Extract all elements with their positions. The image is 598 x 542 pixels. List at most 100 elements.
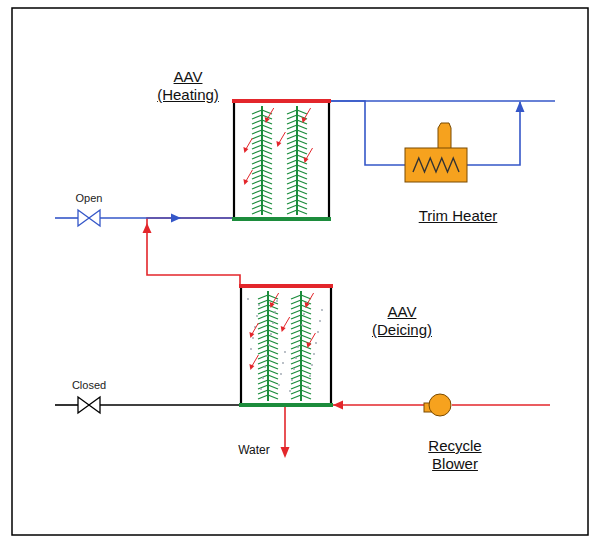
ice-dot bbox=[293, 368, 295, 370]
fin bbox=[258, 310, 268, 314]
fin bbox=[291, 315, 301, 319]
flow-arrow bbox=[308, 333, 315, 345]
ice-dot bbox=[258, 304, 260, 306]
fin bbox=[252, 145, 262, 149]
fin bbox=[287, 135, 297, 139]
shell-side bbox=[240, 285, 242, 406]
pipe-connector bbox=[100, 405, 240, 406]
fin bbox=[287, 145, 297, 149]
shell-side bbox=[328, 100, 330, 220]
fin bbox=[291, 355, 301, 359]
fin bbox=[262, 175, 272, 179]
flow-arrow-head bbox=[249, 332, 254, 338]
fin bbox=[262, 195, 272, 199]
fin bbox=[268, 355, 278, 359]
fin bbox=[268, 380, 278, 384]
fin bbox=[287, 185, 297, 189]
fin bbox=[258, 380, 268, 384]
fin bbox=[252, 200, 262, 204]
ice-dot bbox=[264, 366, 266, 368]
inlet-pipe bbox=[55, 404, 78, 406]
node-label: AAV (Deicing) bbox=[362, 303, 442, 339]
fin bbox=[252, 185, 262, 189]
fin bbox=[287, 195, 297, 199]
flow-arrow bbox=[307, 293, 314, 305]
fin bbox=[291, 380, 301, 384]
flow-arrow bbox=[267, 108, 274, 120]
fin bbox=[301, 375, 311, 379]
fin bbox=[301, 320, 311, 324]
fin bbox=[297, 150, 307, 154]
ice-dot bbox=[297, 346, 299, 348]
fin bbox=[287, 110, 297, 114]
blower-casing bbox=[429, 394, 451, 416]
ice-dot bbox=[321, 309, 323, 311]
fin bbox=[301, 315, 311, 319]
fin bbox=[258, 320, 268, 324]
ice-dot bbox=[272, 322, 274, 324]
fin bbox=[268, 385, 278, 389]
fin bbox=[297, 135, 307, 139]
fin bbox=[252, 125, 262, 129]
pipe-connector bbox=[332, 401, 424, 410]
fin bbox=[258, 370, 268, 374]
flow-arrow-head bbox=[281, 326, 286, 332]
fin bbox=[297, 210, 307, 214]
ice-dot bbox=[303, 313, 305, 315]
pipe-connector bbox=[100, 214, 233, 223]
fin bbox=[262, 160, 272, 164]
fin bbox=[291, 305, 301, 309]
pipe-line bbox=[100, 217, 233, 219]
flow-arrow-head bbox=[305, 302, 310, 308]
node-shape bbox=[78, 210, 100, 226]
flow-arrow-head bbox=[249, 364, 254, 370]
fin bbox=[291, 365, 301, 369]
flow-arrow bbox=[245, 138, 252, 150]
ice-dot bbox=[299, 335, 301, 337]
flow-arrow-head bbox=[265, 117, 270, 123]
ice-dot bbox=[319, 320, 321, 322]
frame bbox=[12, 8, 588, 535]
node-shape bbox=[405, 148, 467, 182]
valve-half bbox=[78, 210, 89, 226]
fin bbox=[258, 325, 268, 329]
fin bbox=[268, 390, 278, 394]
fin bbox=[262, 150, 272, 154]
fin bbox=[297, 170, 307, 174]
fin bbox=[287, 165, 297, 169]
flow-arrow bbox=[278, 132, 285, 144]
fin bbox=[287, 210, 297, 214]
fin bbox=[291, 385, 301, 389]
node-shape bbox=[424, 393, 452, 417]
fin bbox=[268, 360, 278, 364]
fin bbox=[262, 210, 272, 214]
fin bbox=[287, 175, 297, 179]
fin bbox=[262, 155, 272, 159]
fin bbox=[258, 340, 268, 344]
fin bbox=[252, 130, 262, 134]
ice-dot bbox=[317, 331, 319, 333]
fin bbox=[301, 310, 311, 314]
ice-dot bbox=[256, 315, 258, 317]
fin bbox=[252, 120, 262, 124]
fin bbox=[268, 310, 278, 314]
fin bbox=[297, 175, 307, 179]
ice-dot bbox=[252, 337, 254, 339]
ice-dot bbox=[268, 344, 270, 346]
fin bbox=[297, 145, 307, 149]
blower-symbol: Recycle Blower bbox=[424, 393, 452, 417]
fin bbox=[301, 350, 311, 354]
fin bbox=[297, 140, 307, 144]
fin bbox=[252, 175, 262, 179]
valve-symbol: Closed bbox=[78, 397, 100, 413]
fin bbox=[262, 170, 272, 174]
flow-arrow-head bbox=[276, 141, 281, 147]
arrowhead bbox=[171, 214, 181, 223]
fin bbox=[258, 335, 268, 339]
fin bbox=[297, 125, 307, 129]
fin bbox=[287, 130, 297, 134]
fin bbox=[258, 300, 268, 304]
fin bbox=[262, 190, 272, 194]
